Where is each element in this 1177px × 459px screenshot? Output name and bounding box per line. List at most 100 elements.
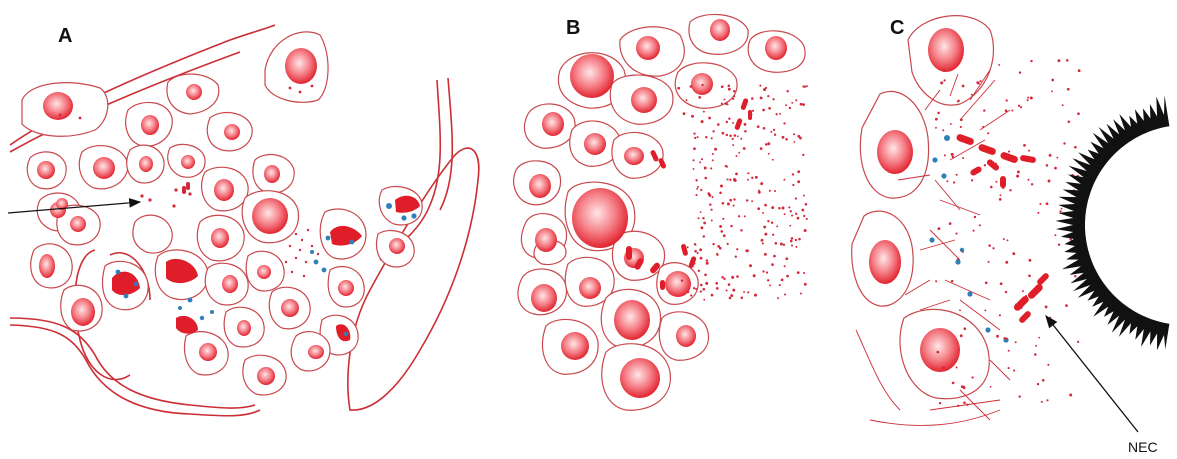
granule bbox=[712, 130, 714, 132]
granule bbox=[1031, 183, 1033, 185]
granule bbox=[935, 118, 938, 121]
granule bbox=[779, 113, 781, 115]
granule bbox=[942, 129, 944, 131]
granule bbox=[762, 109, 765, 112]
granule bbox=[683, 112, 686, 115]
granule bbox=[1009, 189, 1011, 191]
granule bbox=[1035, 345, 1037, 347]
granule bbox=[1028, 274, 1031, 277]
granule bbox=[681, 279, 683, 281]
granule bbox=[763, 127, 766, 130]
granule bbox=[962, 85, 965, 88]
granule bbox=[726, 289, 728, 291]
granule bbox=[1078, 69, 1081, 72]
granule bbox=[1063, 142, 1065, 144]
granule bbox=[961, 385, 964, 388]
granule bbox=[722, 202, 725, 205]
granule bbox=[1005, 261, 1008, 264]
granule bbox=[973, 230, 975, 232]
granule bbox=[795, 239, 797, 241]
granule bbox=[677, 87, 680, 90]
granule bbox=[700, 189, 702, 191]
granule bbox=[960, 118, 963, 121]
granule bbox=[728, 85, 731, 88]
granule bbox=[771, 263, 774, 266]
granule bbox=[730, 294, 733, 297]
granule bbox=[1005, 109, 1008, 112]
granule bbox=[956, 367, 958, 369]
panel-a: A bbox=[8, 25, 479, 416]
granule bbox=[767, 279, 769, 281]
granule bbox=[785, 257, 788, 260]
granule bbox=[769, 190, 771, 192]
granule bbox=[711, 196, 713, 198]
granule bbox=[767, 142, 770, 145]
granule bbox=[733, 198, 735, 200]
granule bbox=[999, 314, 1001, 316]
granule bbox=[762, 270, 764, 272]
granule bbox=[728, 118, 730, 120]
granule bbox=[698, 96, 701, 99]
granule bbox=[769, 284, 771, 286]
granule bbox=[792, 184, 794, 186]
granule bbox=[1045, 306, 1048, 309]
granule bbox=[952, 382, 955, 385]
granule bbox=[1023, 144, 1026, 147]
granule bbox=[803, 195, 805, 197]
granule bbox=[1058, 59, 1061, 62]
granule bbox=[699, 248, 702, 251]
granule bbox=[1000, 282, 1003, 285]
granule bbox=[693, 132, 695, 134]
granule bbox=[1046, 202, 1049, 205]
granule bbox=[705, 136, 707, 138]
granule bbox=[1046, 164, 1049, 167]
granule bbox=[730, 225, 732, 227]
granule bbox=[724, 98, 726, 100]
granule bbox=[783, 244, 785, 246]
granule bbox=[695, 194, 697, 196]
granule bbox=[711, 294, 714, 297]
granule bbox=[999, 194, 1001, 196]
granule bbox=[791, 237, 794, 240]
granule bbox=[1049, 154, 1052, 157]
granule bbox=[952, 156, 954, 158]
granule bbox=[1034, 353, 1037, 356]
panel-a-cells bbox=[22, 32, 422, 395]
panel-c: C bbox=[852, 16, 1170, 455]
granule bbox=[960, 126, 962, 128]
granule bbox=[1049, 317, 1051, 319]
granule bbox=[1039, 203, 1041, 205]
granule bbox=[702, 217, 704, 219]
granule bbox=[935, 280, 937, 282]
granule bbox=[699, 161, 701, 163]
granule bbox=[804, 229, 807, 232]
granule bbox=[749, 264, 752, 267]
granule bbox=[1038, 337, 1040, 339]
granule bbox=[987, 132, 989, 134]
granule bbox=[712, 243, 714, 245]
granule bbox=[729, 179, 731, 181]
granule bbox=[760, 96, 763, 99]
granule bbox=[951, 280, 954, 283]
granule bbox=[689, 85, 692, 88]
granule bbox=[1027, 99, 1029, 101]
granule bbox=[1037, 212, 1039, 214]
granule bbox=[768, 153, 770, 155]
granule bbox=[719, 192, 722, 195]
granule bbox=[773, 255, 776, 258]
granule bbox=[1019, 395, 1021, 397]
granule bbox=[717, 123, 720, 126]
granule bbox=[798, 238, 801, 241]
granule bbox=[1015, 303, 1018, 306]
granule bbox=[763, 226, 766, 229]
granule bbox=[990, 186, 993, 189]
granule bbox=[770, 131, 772, 133]
granule bbox=[727, 243, 729, 245]
granule bbox=[790, 210, 792, 212]
granule bbox=[744, 123, 747, 126]
granule bbox=[797, 271, 800, 274]
granule bbox=[743, 147, 746, 150]
granule bbox=[788, 206, 790, 208]
nec-label: NEC bbox=[1128, 439, 1158, 455]
granule bbox=[726, 121, 728, 123]
